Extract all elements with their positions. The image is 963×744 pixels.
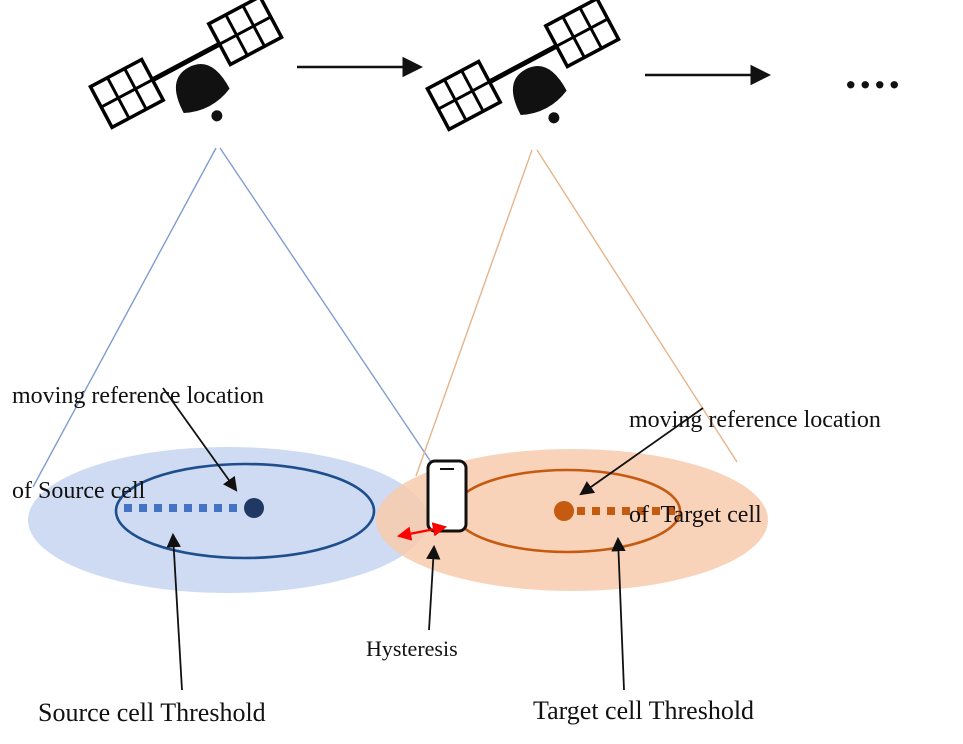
satellite-2-icon — [427, 0, 639, 169]
target-beam-left-edge — [415, 149, 533, 477]
source-beam-right-edge — [219, 147, 434, 466]
target-ref-annotation-arrow — [579, 407, 704, 496]
target-beam-right-edge — [536, 149, 738, 463]
label-hysteresis: Hysteresis — [366, 636, 458, 661]
label-source-threshold: Source cell Threshold — [38, 698, 266, 727]
hysteresis-annotation-arrow — [426, 544, 441, 631]
source-threshold-annotation-arrow — [166, 532, 183, 691]
target-threshold-annotation-arrow — [611, 536, 626, 691]
phone-body — [426, 459, 468, 533]
source-threshold-ring — [114, 462, 376, 560]
label-target-reference-line2: of Target cell — [629, 502, 762, 529]
continuation-dots: .... — [845, 47, 903, 98]
source-ref-annotation-arrow — [162, 387, 238, 492]
target-cell-coverage — [376, 449, 768, 591]
label-target-threshold: Target cell Threshold — [533, 696, 755, 725]
label-target-reference: moving reference location of Target cell — [629, 342, 881, 595]
label-source-reference-line2: of Source cell — [12, 478, 146, 505]
label-target-reference-line1: moving reference location — [629, 407, 881, 434]
label-source-reference-line1: moving reference location — [12, 383, 264, 410]
label-source-reference: moving reference location of Source cell — [12, 318, 264, 571]
satellite-1-icon — [90, 0, 302, 167]
source-reference-dot — [244, 498, 264, 518]
target-reference-dot — [554, 501, 574, 521]
phone-icon — [426, 459, 468, 533]
source-beam-left-edge — [32, 147, 217, 488]
source-cell-coverage — [28, 447, 428, 593]
hysteresis-gap-arrow — [396, 522, 448, 541]
